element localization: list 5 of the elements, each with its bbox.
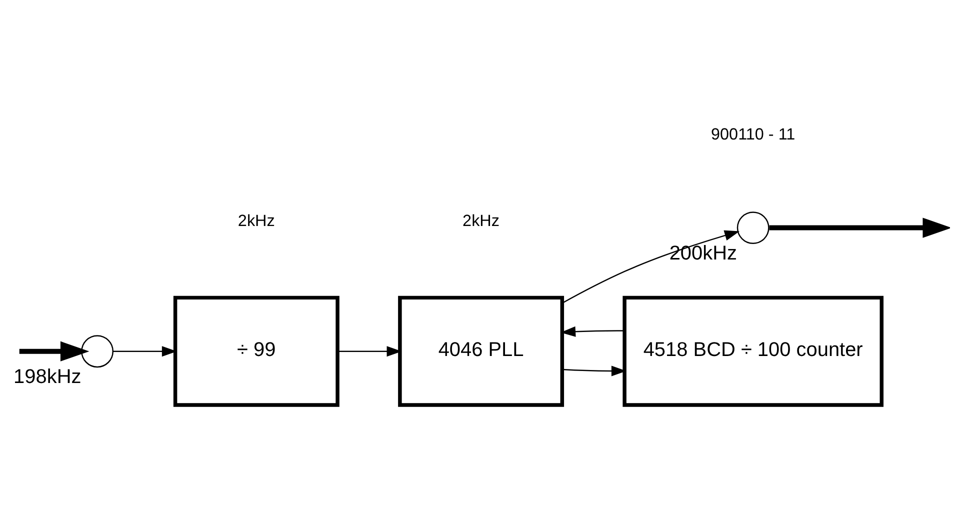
label: 900110 - 11	[711, 126, 796, 144]
node-label: 200kHz	[669, 242, 738, 264]
node-label: 198kHz	[14, 366, 82, 388]
label: 2kHz	[462, 212, 500, 230]
label: 2kHz	[238, 212, 275, 230]
